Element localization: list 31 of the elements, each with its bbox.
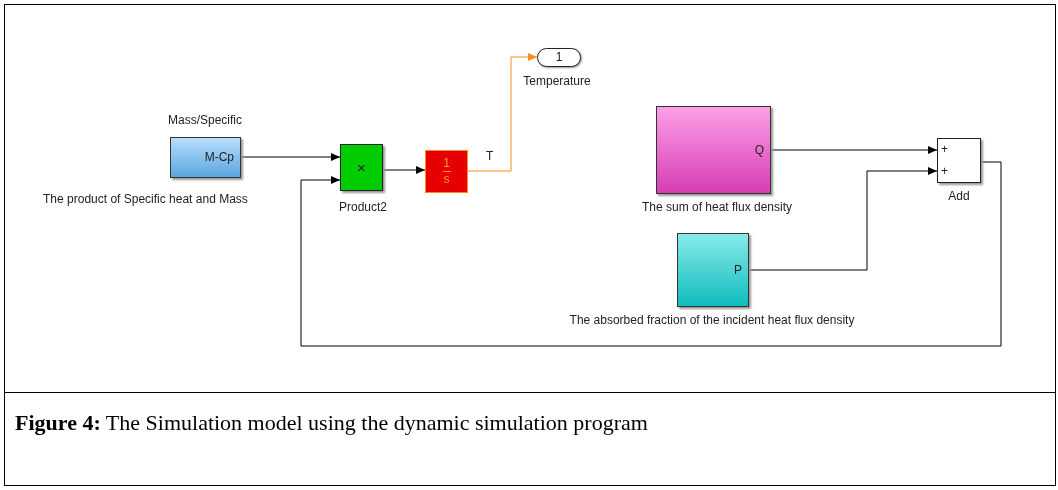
signal-line <box>240 153 341 161</box>
block-label: s <box>443 173 450 186</box>
figure-caption: Figure 4: The Simulation model using the dynamic simulation program <box>15 409 649 437</box>
block-label: × <box>357 159 366 176</box>
block-caption: Add <box>948 189 970 203</box>
block-label: M-Cp <box>204 151 234 164</box>
signal-line <box>300 161 1002 347</box>
subsystem-block <box>656 106 771 194</box>
outport-block <box>537 48 581 67</box>
block-caption: The sum of heat flux density <box>641 200 793 214</box>
block-label: + <box>941 143 948 157</box>
block-caption: Mass/Specific <box>168 113 242 127</box>
signal-line <box>382 166 426 174</box>
block-caption: Temperature <box>523 74 591 88</box>
block-label: 1 <box>443 157 450 170</box>
block-label: P <box>734 263 742 277</box>
block-caption: The product of Specific heat and Mass <box>43 192 248 206</box>
block-label: + <box>941 164 948 178</box>
block-label: Q <box>754 143 764 157</box>
product-block <box>340 144 383 191</box>
integrator-block <box>425 150 468 193</box>
signal-label: T <box>485 149 495 163</box>
signal-line <box>467 53 538 172</box>
signal-line <box>748 167 938 271</box>
block-caption: The absorbed fraction of the incident heat flux density <box>569 313 855 327</box>
constant-block <box>170 137 241 178</box>
subsystem-block <box>677 233 749 307</box>
signal-line <box>770 146 938 154</box>
block-caption: Product2 <box>339 200 387 214</box>
block-label: 1 <box>555 51 563 64</box>
sum-block <box>937 138 981 183</box>
